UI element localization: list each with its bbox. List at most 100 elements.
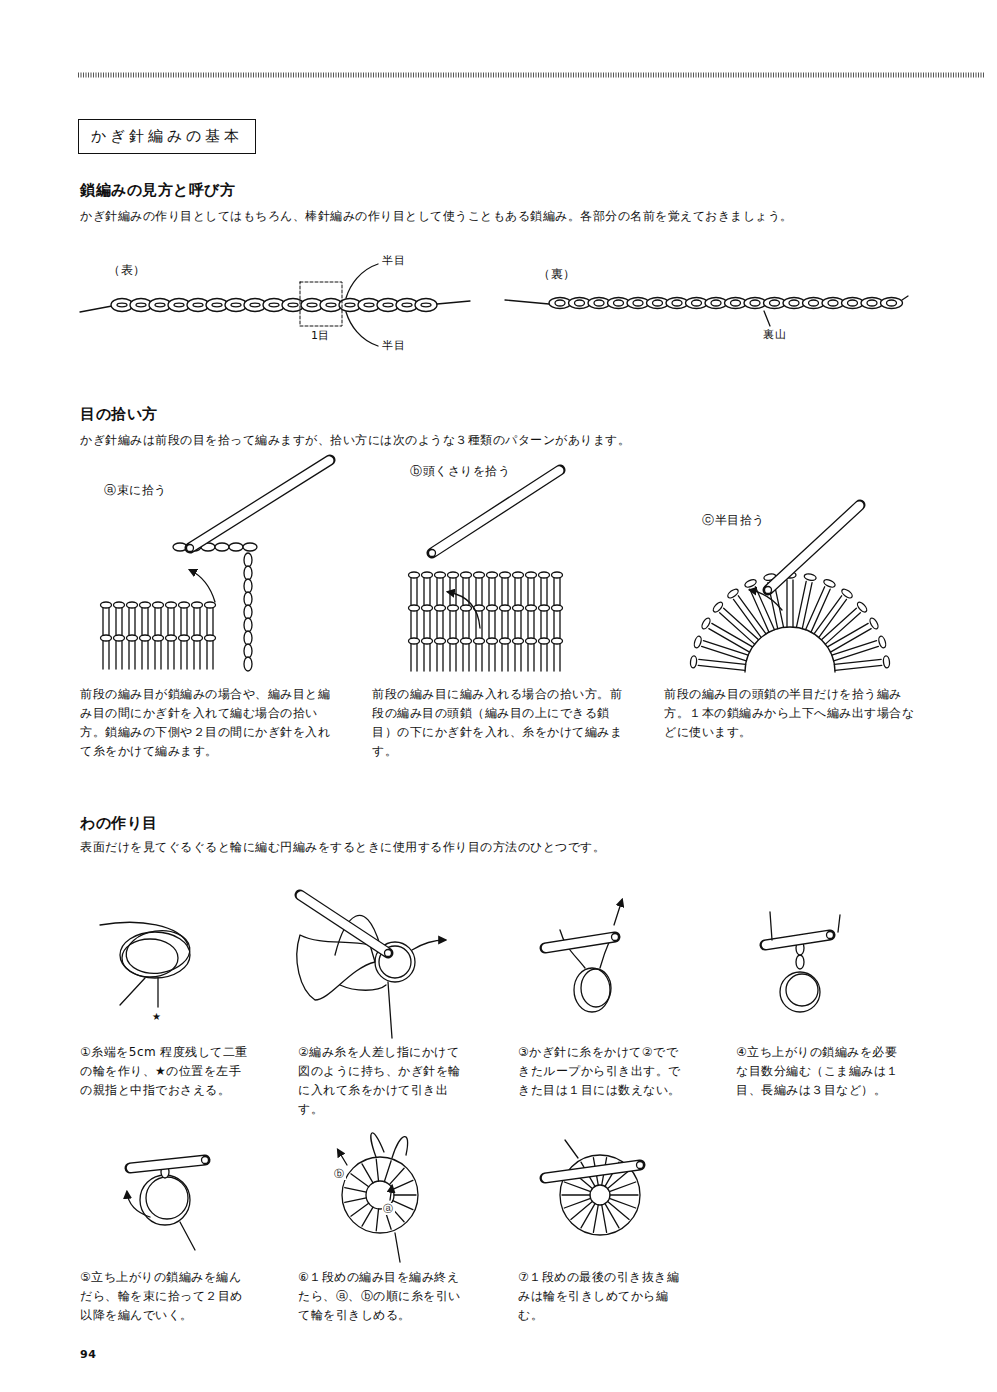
- illustration-stroke: [424, 641, 430, 671]
- illustration-stroke: [326, 303, 336, 307]
- illustration-stroke: [610, 1194, 638, 1195]
- illustration-stroke: [409, 605, 420, 611]
- illustration-stroke: [804, 573, 817, 581]
- illustration-stroke: [602, 1205, 607, 1233]
- illustration-stroke: [840, 588, 853, 600]
- illustration-stroke: [789, 300, 799, 306]
- illustration-stroke: [130, 1160, 205, 1168]
- illustration-stroke: [429, 550, 436, 557]
- illustration-stroke: [193, 303, 203, 307]
- illustration-stroke: [190, 570, 215, 602]
- illustration-stroke: [140, 1175, 190, 1225]
- illustration-stroke: [552, 605, 563, 611]
- illustration-stroke: [409, 572, 420, 578]
- illustration-stroke: [129, 605, 135, 636]
- illustration-stroke: [448, 572, 459, 578]
- part-label: 半目: [382, 339, 405, 353]
- illustration-stroke: [546, 1165, 637, 1177]
- illustration-stroke: [502, 608, 508, 638]
- illustration-stroke: [554, 641, 560, 671]
- illustration-stroke: [513, 572, 524, 578]
- illustration-stroke: [437, 301, 470, 304]
- illustration-stroke: [476, 641, 482, 671]
- illustration-stroke: [474, 572, 485, 578]
- section-title: かぎ針編みの基本: [78, 119, 256, 154]
- part-label: ★: [152, 1011, 161, 1023]
- illustration-stroke: [244, 579, 252, 593]
- illustration-stroke: [450, 608, 456, 638]
- illustration-stroke: [868, 617, 879, 630]
- illustration-stroke: [244, 566, 252, 580]
- illustration-stroke: [409, 638, 420, 644]
- illustration-stroke: [692, 300, 702, 306]
- illustration-stroke: [528, 575, 534, 605]
- illustration-stroke: [364, 303, 374, 307]
- illustration-stroke: [780, 972, 820, 1012]
- illustration-stroke: [362, 1164, 373, 1183]
- illustration-stroke: [389, 1168, 404, 1184]
- illustration-stroke: [394, 1194, 416, 1195]
- illustration-stroke: [412, 940, 445, 950]
- illustration-stroke: [376, 1209, 378, 1231]
- illustration-stroke: [545, 937, 615, 948]
- illustration-stroke: [131, 1160, 202, 1168]
- illustration-stroke: [187, 545, 194, 552]
- illustration-stroke: [116, 638, 122, 669]
- illustration-stroke: [181, 605, 187, 636]
- illustration-stroke: [136, 303, 146, 307]
- illustration-stroke: [244, 631, 252, 645]
- illustration-stroke: [338, 1150, 347, 1165]
- illustration-stroke: [828, 300, 838, 306]
- illustration-stroke: [120, 932, 190, 978]
- illustration-stroke: [231, 303, 241, 307]
- illustration-stroke: [555, 300, 565, 306]
- illustration-stroke: [539, 605, 550, 611]
- illustration-stroke: [526, 605, 537, 611]
- illustration-stroke: [541, 641, 547, 671]
- illustration-stroke: [902, 296, 908, 300]
- illustration-stroke: [155, 605, 161, 636]
- illustration-stroke: [212, 303, 222, 307]
- illustration-stroke: [637, 1162, 644, 1169]
- illustration-stroke: [461, 605, 472, 611]
- illustration-stroke: [435, 572, 446, 578]
- illustration-stroke: [140, 635, 151, 641]
- part-label: 1目: [311, 329, 330, 343]
- illustration-stroke: [392, 1137, 408, 1158]
- illustration-stroke: [243, 543, 257, 551]
- illustration-stroke: [463, 608, 469, 638]
- illustration-stroke: [770, 912, 772, 940]
- illustration-stroke: [823, 578, 836, 588]
- illustration-stroke: [157, 978, 158, 1007]
- illustration-stroke: [103, 638, 109, 669]
- illustration-stroke: [588, 298, 610, 309]
- illustration-stroke: [244, 553, 252, 567]
- illustration-stroke: [383, 303, 393, 307]
- illustration-stroke: [437, 641, 443, 671]
- illustration-stroke: [541, 575, 547, 605]
- illustration-stroke: [539, 638, 550, 644]
- illustration-stroke: [345, 1198, 367, 1203]
- illustration-stroke: [750, 300, 760, 306]
- illustration-stroke: [614, 900, 622, 925]
- illustration-stroke: [564, 1198, 590, 1208]
- illustration-stroke: [590, 1185, 610, 1205]
- illustration-stroke: [733, 596, 765, 638]
- illustration-stroke: [562, 1194, 590, 1195]
- illustration-stroke: [809, 300, 819, 306]
- illustration-stroke: [581, 969, 611, 1007]
- body-text: ⑦１段めの最後の引き抜き編みは輪を引きしめてから編む。: [518, 1268, 690, 1325]
- illustration-stroke: [500, 605, 511, 611]
- illustration-stroke: [515, 641, 521, 671]
- illustration-stroke: [340, 985, 386, 990]
- illustration-stroke: [489, 641, 495, 671]
- illustration-stroke: [193, 461, 330, 547]
- body-text: 前段の編み目が鎖編みの場合や、編み目と編み目の間にかぎ針を入れて編む場合の拾い方…: [80, 685, 338, 761]
- illustration-stroke: [489, 575, 495, 605]
- illustration-stroke: [633, 300, 643, 306]
- illustration-stroke: [500, 572, 511, 578]
- illustration-stroke: [594, 300, 604, 306]
- illustration-stroke: [448, 638, 459, 644]
- illustration-stroke: [168, 638, 174, 669]
